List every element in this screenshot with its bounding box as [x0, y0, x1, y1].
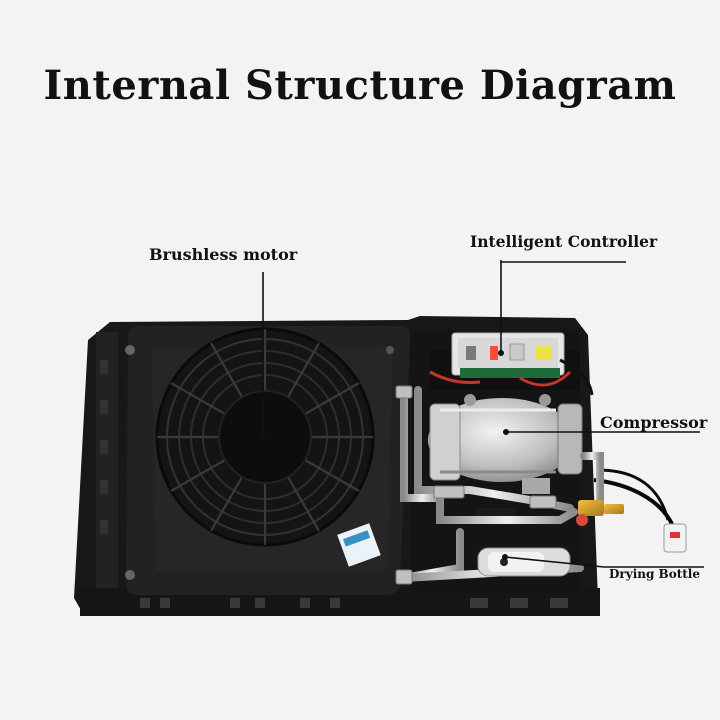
controller-board — [451, 332, 565, 378]
leader-lines — [262, 260, 704, 568]
service-valve — [576, 500, 624, 526]
label-drying-bottle: Drying Bottle — [609, 567, 700, 581]
label-compressor: Compressor — [600, 413, 708, 432]
shroud-sticker — [337, 523, 381, 567]
label-brushless-motor: Brushless motor — [149, 245, 298, 264]
label-intelligent-controller: Intelligent Controller — [470, 232, 658, 251]
compressor-body — [428, 394, 583, 494]
drying-bottle-body — [477, 547, 571, 577]
leader-dots — [260, 350, 509, 560]
connector-plug — [663, 523, 687, 553]
rubber-hose — [475, 508, 515, 516]
page-title: Internal Structure Diagram — [43, 62, 677, 109]
pipe-fittings — [395, 385, 557, 585]
wiring — [429, 358, 674, 525]
